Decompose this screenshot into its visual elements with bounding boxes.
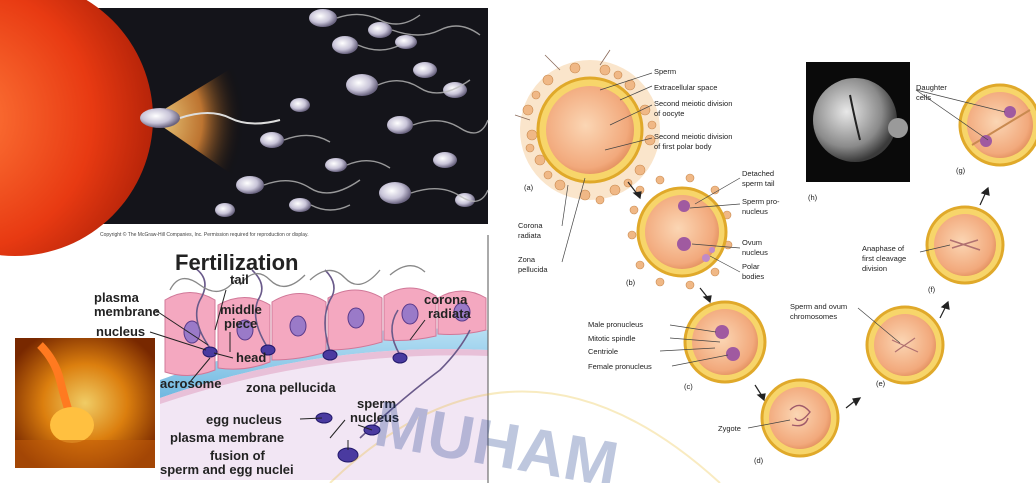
label-sperm-ovum-2: chromosomes	[790, 312, 837, 321]
label-sperm-pro-2: nucleus	[742, 207, 768, 216]
label-plasma-membrane-1: plasma	[94, 290, 140, 305]
label-b: (b)	[626, 278, 636, 287]
label-ovum-1: Ovum	[742, 238, 762, 247]
stage-d-zygote	[762, 380, 838, 456]
label-corona-2: radiata	[428, 306, 471, 321]
label-meiotic-polar-1: Second meiotic division	[654, 132, 732, 141]
label-polar-1: Polar	[742, 262, 760, 271]
label-head: head	[236, 350, 266, 365]
label-g: (g)	[956, 166, 966, 175]
label-corona-r1: Corona	[518, 221, 543, 230]
stage-a-oocyte	[515, 50, 660, 204]
label-zona-r2: pellucida	[518, 265, 548, 274]
label-acrosome: acrosome	[160, 376, 221, 391]
label-daughter-2: cells	[916, 93, 931, 102]
stage-h-sem-image	[806, 62, 910, 182]
stage-e-chromosomes	[867, 307, 943, 383]
label-fusion-2: sperm and egg nuclei	[160, 462, 294, 477]
label-zona-r1: Zona	[518, 255, 536, 264]
label-polar-2: bodies	[742, 272, 764, 281]
label-meiotic-polar-2: of first polar body	[654, 142, 712, 151]
label-corona-1: corona	[424, 292, 468, 307]
label-detached-1: Detached	[742, 169, 774, 178]
label-fusion-1: fusion of	[210, 448, 266, 463]
label-meiotic-oocyte-2: of oocyte	[654, 109, 684, 118]
label-c: (c)	[684, 382, 693, 391]
label-f: (f)	[928, 285, 936, 294]
stage-f-anaphase	[927, 207, 1003, 283]
label-centriole: Centriole	[588, 347, 618, 356]
label-anaphase-2: first cleavage	[862, 254, 906, 263]
label-h: (h)	[808, 193, 818, 202]
label-plasma-membrane-lower: plasma membrane	[170, 430, 284, 445]
label-ovum-2: nucleus	[742, 248, 768, 257]
label-anaphase-1: Anaphase of	[862, 244, 905, 253]
copyright-text: Copyright © The McGraw-Hill Companies, I…	[100, 231, 309, 238]
label-mitotic-spindle: Mitotic spindle	[588, 334, 636, 343]
label-male-pronucleus: Male pronucleus	[588, 320, 643, 329]
label-female-pronucleus: Female pronucleus	[588, 362, 652, 371]
label-a: (a)	[524, 183, 534, 192]
label-anaphase-3: division	[862, 264, 887, 273]
label-nucleus: nucleus	[96, 324, 145, 339]
label-e: (e)	[876, 379, 886, 388]
sperm-penetration-photo	[15, 338, 155, 468]
label-middle-1: middle	[220, 302, 262, 317]
label-corona-r2: radiata	[518, 231, 542, 240]
label-tail: tail	[230, 272, 249, 287]
label-sperm-pro-1: Sperm pro-	[742, 197, 780, 206]
label-zygote: Zygote	[718, 424, 741, 433]
label-sperm-ovum-1: Sperm and ovum	[790, 302, 847, 311]
stage-c-spindle	[685, 302, 765, 382]
label-sperm: Sperm	[654, 67, 676, 76]
label-extracellular: Extracellular space	[654, 83, 717, 92]
label-detached-2: sperm tail	[742, 179, 775, 188]
sperm-egg-photo: Copyright © The McGraw-Hill Companies, I…	[0, 0, 488, 256]
label-middle-2: piece	[224, 316, 257, 331]
label-daughter-1: Daughter	[916, 83, 947, 92]
stage-g-two-cell	[960, 85, 1036, 165]
label-d: (d)	[754, 456, 764, 465]
label-meiotic-oocyte-1: Second meiotic division	[654, 99, 732, 108]
label-egg-nucleus: egg nucleus	[206, 412, 282, 427]
label-zona-pellucida: zona pellucida	[246, 380, 336, 395]
label-plasma-membrane-2: membrane	[94, 304, 160, 319]
